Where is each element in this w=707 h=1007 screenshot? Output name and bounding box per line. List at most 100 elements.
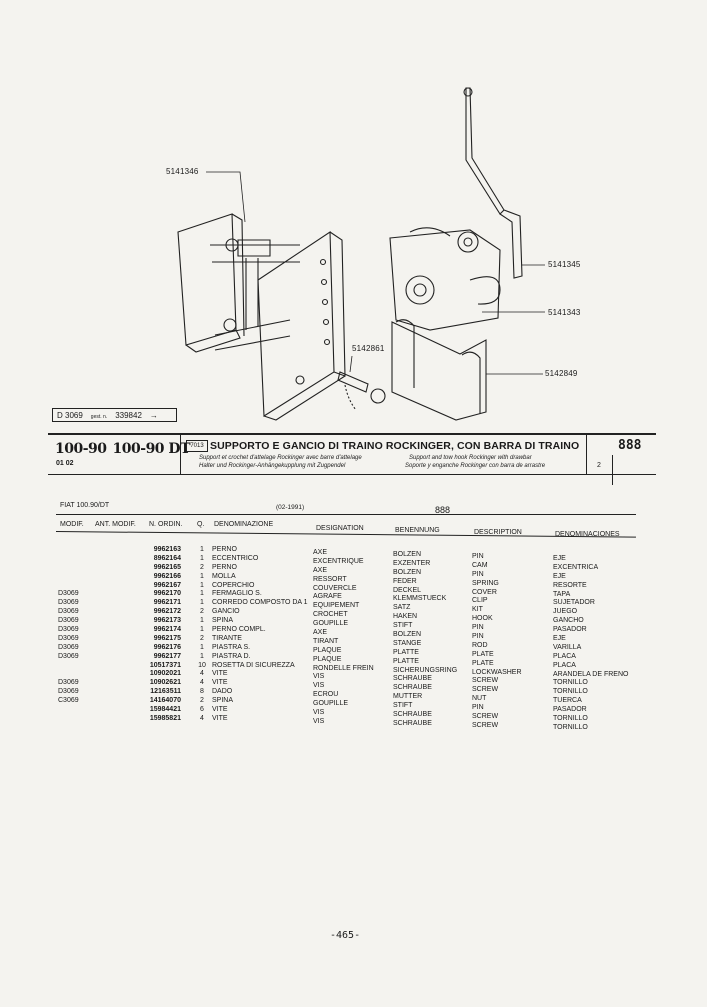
cell-fr: VIS [313,717,325,725]
callout-5142849: 5142849 [545,369,578,378]
cell-es: PLACA [553,661,576,669]
cell-fr: COUVERCLE [313,584,357,592]
cell-de: SCHRAUBE [393,719,432,727]
cell-it: COPERCHIO [212,581,255,589]
cell-ordin: 9962174 [153,626,181,634]
cell-de: PLATTE [393,648,419,656]
callout-5141343: 5141343 [548,308,581,317]
cell-ordin: 10902021 [149,670,181,678]
cell-q: 10 [198,661,206,669]
cell-en: PIN [472,704,484,712]
cell-es: GANCHO [553,617,584,625]
cell-q: 4 [200,714,204,722]
cell-modif: D3069 [58,688,79,696]
cell-ordin: 9962166 [153,572,181,580]
cell-modif: D3069 [58,599,79,607]
cell-de: SCHRAUBE [393,711,432,719]
col-header-ant-modif: ANT. MODIF. [95,521,136,528]
cell-it: CORREDO COMPOSTO DA 1 [212,599,308,607]
cell-fr: PLAQUE [313,646,342,654]
cell-it: DADO [212,688,233,696]
cell-es: TORNILLO [553,679,588,687]
cell-q: 1 [200,652,204,660]
page-code: 888 [618,438,642,453]
cell-en: SPRING [472,579,499,587]
cell-en: CLIP [472,597,488,605]
header-top-rule [48,433,656,435]
lever-5141345 [465,87,505,215]
cell-it: GANCIO [212,608,240,616]
cell-q: 4 [200,670,204,678]
cell-ordin: 10517371 [149,661,181,669]
cell-it: VITE [212,706,228,714]
callout-5141345: 5141345 [548,260,581,269]
cell-it: PERNO [212,546,237,553]
cell-de: FEDER [393,577,417,585]
cell-q: 4 [200,679,204,687]
cell-de: EXZENTER [393,559,431,567]
cell-it: PIASTRA S. [212,643,251,651]
cell-it: PERNO COMPL. [212,626,266,634]
cell-de: BOLZEN [393,551,422,558]
cell-fr: VIS [313,709,325,717]
title-es: Soporte y enganche Rockinger con barra d… [405,463,546,469]
cell-ordin: 9962170 [153,590,181,598]
cell-fr: VIS [313,682,325,690]
cell-q: 1 [200,626,204,634]
cell-de: SICHERUNGSRING [393,666,458,674]
page-title: SUPPORTO E GANCIO DI TRAINO ROCKINGER, C… [210,440,580,452]
cell-ordin: 9962176 [153,643,181,651]
title-de: Halter und Rockinger-Anhängekupplung mit… [199,463,346,469]
cell-q: 1 [200,572,204,580]
cell-de: HAKEN [393,613,418,621]
col-header-es: DENOMINACIONES [555,531,620,538]
cell-modif: D3069 [58,679,79,687]
cell-q: 1 [200,590,204,598]
cell-fr: GOUPILLE [313,620,349,628]
cell-de: BOLZEN [393,568,422,576]
cell-en: COVER [472,588,497,596]
cell-es: ARANDELA DE FRENO [553,670,629,678]
header-divider-2 [586,435,587,474]
cell-en: PIN [472,624,484,632]
cell-fr: ECROU [313,691,339,699]
cell-en: PLATE [472,650,494,658]
cell-q: 2 [200,608,204,616]
cell-es: PLACA [553,652,576,660]
cell-ordin: 10902621 [149,679,181,687]
cell-fr: VIS [313,673,325,681]
cell-modif [58,670,79,679]
page-number: -465- [330,930,361,941]
cell-en: SCREW [472,713,499,721]
cell-en: HOOK [472,615,493,623]
cell-de: MUTTER [393,693,423,701]
ref-number: 339842 [115,411,142,420]
cell-ordin: 9962167 [153,581,181,589]
col-header-en: DESCRIPTION [474,529,522,536]
cell-de: STANGE [393,639,422,647]
table-top-rule [56,514,636,515]
cell-ordin: 9962171 [153,599,181,607]
cell-ordin: 12163511 [150,688,181,696]
cell-it: VITE [212,714,228,722]
cell-ordin: 9962165 [153,563,181,571]
cell-es: TORNILLO [553,715,588,723]
cell-en: ROD [472,641,488,649]
cell-es: EXCENTRICA [553,563,599,571]
cell-de: SATZ [393,604,411,612]
cell-modif [58,582,79,591]
col-header-it: DENOMINAZIONE [214,521,274,528]
cell-modif: D3069 [58,634,79,642]
model-1: 100-90 [55,441,107,457]
cell-es: TAPA [553,590,571,598]
tow-hook-body [389,229,501,331]
cell-ordin: 9962163 [153,546,181,553]
cell-de: SCHRAUBE [393,684,432,692]
cell-modif [58,546,79,555]
